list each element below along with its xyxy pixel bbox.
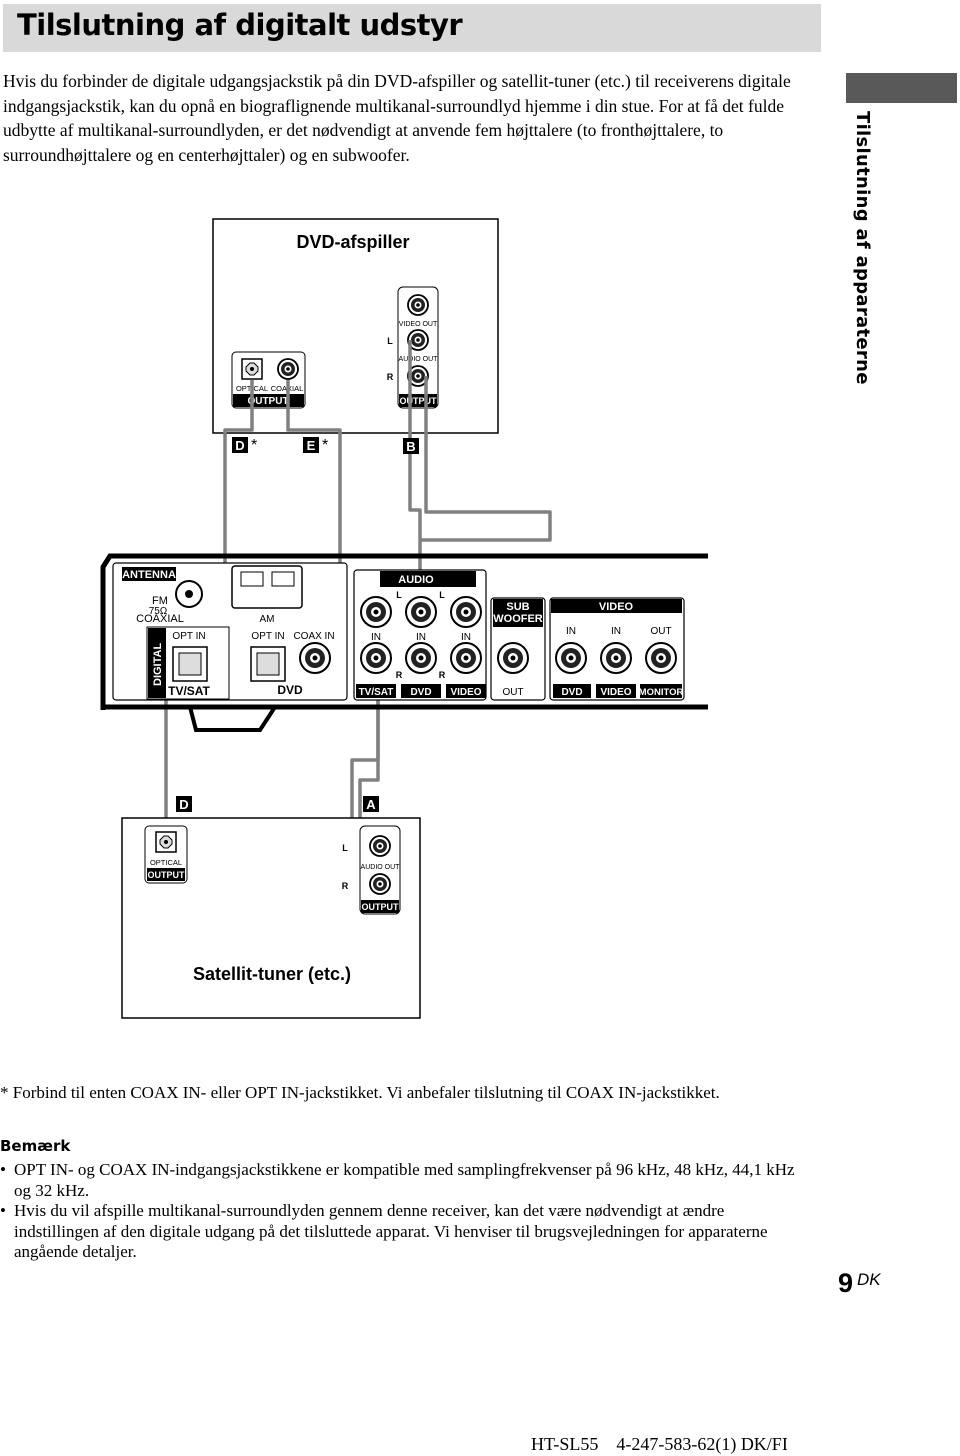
svg-text:75Ω: 75Ω: [149, 606, 168, 617]
svg-text:D: D: [179, 797, 188, 812]
title-bar: Tilslutning af digitalt udstyr: [3, 4, 821, 52]
cable-labels: D * E * B D A: [176, 437, 419, 812]
dvd-optical-jack: [241, 358, 263, 380]
page-title: Tilslutning af digitalt udstyr: [17, 8, 463, 42]
svg-text:*: *: [322, 437, 328, 454]
intro-paragraph: Hvis du forbinder de digitale udgangsjac…: [3, 71, 791, 165]
svg-text:VIDEO: VIDEO: [599, 601, 634, 613]
svg-text:B: B: [406, 439, 415, 454]
svg-text:DVD: DVD: [410, 687, 431, 698]
note-list: OPT IN- og COAX IN-indgangsjackstikkene …: [0, 1160, 810, 1263]
svg-text:IN: IN: [416, 632, 426, 643]
audio-tv-sat-r-jack: [360, 642, 392, 674]
svg-text:R: R: [396, 670, 403, 680]
sat-audio-r-jack: [369, 873, 391, 895]
svg-text:SUB: SUB: [506, 601, 529, 613]
video-monitor-out-jack: [645, 642, 677, 674]
svg-text:D: D: [235, 438, 244, 453]
svg-text:OPTICAL: OPTICAL: [150, 858, 182, 867]
dvd-player-title: DVD-afspiller: [296, 232, 409, 252]
footnote: * Forbind til enten COAX IN- eller OPT I…: [0, 1083, 720, 1102]
dvd-player: DVD-afspiller OPTICAL COAXIAL OUTPUT VID…: [212, 218, 499, 434]
audio-dvd-l-jack: [405, 596, 437, 628]
svg-text:DVD: DVD: [277, 683, 303, 697]
svg-text:TV/SAT: TV/SAT: [168, 684, 210, 698]
coax-in-dvd-jack: [299, 642, 331, 674]
svg-text:OUT: OUT: [502, 687, 523, 698]
svg-text:ANTENNA: ANTENNA: [122, 569, 176, 581]
svg-text:OPT IN: OPT IN: [251, 631, 284, 642]
svg-text:R: R: [342, 881, 349, 891]
svg-text:IN: IN: [611, 626, 621, 637]
model-code: HT-SL55 4-247-583-62(1) DK/FI: [531, 1434, 788, 1454]
video-dvd-in-jack: [555, 642, 587, 674]
svg-text:COAX IN: COAX IN: [293, 631, 334, 642]
audio-tv-sat-l-jack: [360, 596, 392, 628]
receiver-panel: ANTENNA FM 75Ω COAXIAL AM DIGITAL OPT IN…: [100, 553, 708, 732]
svg-text:FM: FM: [152, 595, 168, 607]
svg-text:IN: IN: [461, 632, 471, 643]
svg-text:*: *: [251, 437, 257, 454]
svg-text:OUTPUT: OUTPUT: [362, 902, 400, 912]
svg-text:A: A: [366, 797, 376, 812]
svg-text:COAXIAL: COAXIAL: [136, 613, 184, 625]
svg-text:AM: AM: [260, 614, 275, 625]
svg-text:OUTPUT: OUTPUT: [247, 396, 288, 407]
note-heading: Bemærk: [0, 1137, 71, 1155]
audio-video-r-jack: [450, 642, 482, 674]
connection-diagram: DVD-afspiller OPTICAL COAXIAL OUTPUT VID…: [100, 218, 708, 1019]
page-number: 9: [838, 1268, 854, 1298]
svg-text:WOOFER: WOOFER: [493, 613, 543, 625]
svg-text:OUT: OUT: [650, 626, 671, 637]
subwoofer-out-jack: [497, 642, 529, 674]
svg-text:AUDIO OUT: AUDIO OUT: [361, 864, 401, 871]
svg-text:OUTPUT: OUTPUT: [148, 870, 186, 880]
satellite-tuner: OPTICAL OUTPUT AUDIO OUT L R OUTPUT Sate…: [121, 817, 421, 1019]
svg-text:VIDEO: VIDEO: [600, 687, 631, 698]
svg-text:DVD: DVD: [561, 687, 582, 698]
svg-text:IN: IN: [566, 626, 576, 637]
svg-text:TV/SAT: TV/SAT: [359, 687, 394, 698]
section-tab: [846, 73, 957, 103]
svg-text:R: R: [387, 372, 394, 382]
note-item: Hvis du vil afspille multikanal-surround…: [0, 1201, 810, 1263]
dvd-coaxial-jack: [277, 358, 299, 380]
sat-audio-l-jack: [369, 835, 391, 857]
video-video-in-jack: [600, 642, 632, 674]
note-item: OPT IN- og COAX IN-indgangsjackstikkene …: [0, 1160, 810, 1201]
svg-text:E: E: [307, 438, 316, 453]
svg-text:R: R: [439, 670, 446, 680]
satellite-tuner-title: Satellit-tuner (etc.): [193, 964, 351, 984]
audio-dvd-r-jack: [405, 642, 437, 674]
page-language-suffix: DK: [857, 1270, 881, 1289]
svg-text:AUDIO OUT: AUDIO OUT: [399, 356, 439, 363]
sat-optical-jack: [155, 831, 177, 853]
svg-text:L: L: [396, 590, 402, 600]
svg-text:DIGITAL: DIGITAL: [152, 643, 164, 686]
svg-text:VIDEO OUT: VIDEO OUT: [399, 321, 438, 328]
cable-b-audio-r: [420, 376, 552, 542]
audio-video-l-jack: [450, 596, 482, 628]
svg-text:AUDIO: AUDIO: [398, 574, 434, 586]
svg-text:VIDEO: VIDEO: [450, 687, 481, 698]
section-tab-label: Tilslutning af apparaterne: [852, 111, 873, 385]
svg-text:MONITOR: MONITOR: [639, 687, 684, 698]
svg-text:OPT IN: OPT IN: [172, 631, 205, 642]
svg-text:IN: IN: [371, 632, 381, 643]
svg-text:OUTPUT: OUTPUT: [400, 396, 438, 406]
svg-text:L: L: [439, 590, 445, 600]
svg-text:L: L: [387, 336, 393, 346]
dvd-video-out-jack: [407, 294, 429, 316]
svg-text:L: L: [342, 843, 348, 853]
